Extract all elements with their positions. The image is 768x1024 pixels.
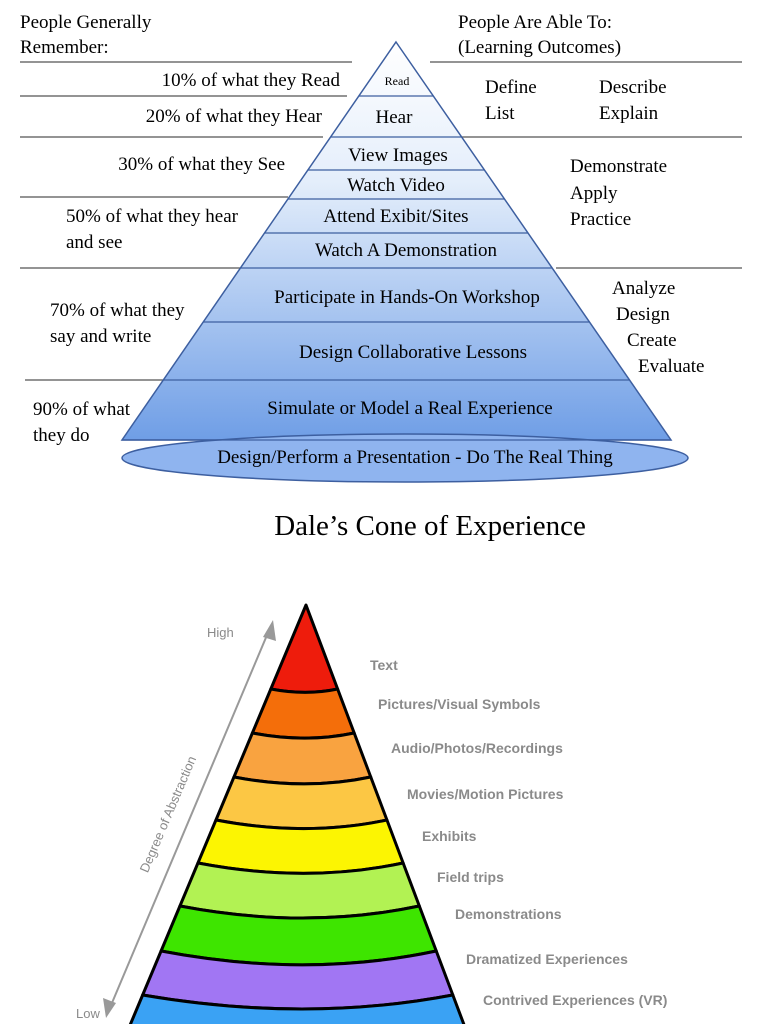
outcome-define: Define <box>485 77 537 98</box>
cone-band-text <box>269 603 340 694</box>
pyramid-layer-participate-in-hands-on-workshop: Participate in Hands-On Workshop <box>274 287 540 308</box>
pyramid-layer-design-collaborative-lessons: Design Collaborative Lessons <box>299 342 527 363</box>
right-header-line1: People Are Able To: <box>458 12 612 33</box>
pyramid-layer-read: Read <box>385 74 410 88</box>
outcome-list: List <box>485 103 515 124</box>
remember-level-2-line-1: 20% of what they Hear <box>146 106 323 127</box>
outcome-explain: Explain <box>599 103 659 124</box>
remember-level-4-line-1: 50% of what they hear <box>66 206 239 227</box>
axis-high-label: High <box>207 625 234 640</box>
remember-level-5-line-1: 70% of what they <box>50 300 185 321</box>
cone-label-exhibits: Exhibits <box>422 828 477 844</box>
cone-label-demonstrations: Demonstrations <box>455 906 562 922</box>
cone-label-contrived-experiences-vr: Contrived Experiences (VR) <box>483 992 667 1008</box>
cone-band-pictures-visual-symbols <box>250 687 356 740</box>
outcome-describe: Describe <box>599 77 667 98</box>
outcomes-group-1: Define Describe List Explain <box>485 77 667 124</box>
outcomes-group-3: Analyze Design Create Evaluate <box>612 278 704 377</box>
cone-label-movies-motion-pictures: Movies/Motion Pictures <box>407 786 564 802</box>
remember-level-1-line-1: 10% of what they Read <box>162 70 341 91</box>
cone-label-audio-photos-recordings: Audio/Photos/Recordings <box>391 740 563 756</box>
outcomes-group-2: Demonstrate Apply Practice <box>570 156 667 230</box>
pyramid-layer-view-images: View Images <box>348 145 448 166</box>
remember-level-4-line-2: and see <box>66 232 122 253</box>
outcome-practice: Practice <box>570 209 631 230</box>
pyramid-base <box>121 433 689 483</box>
outcome-evaluate: Evaluate <box>638 356 704 377</box>
remember-level-6-line-2: they do <box>33 425 89 446</box>
learning-pyramid: People Generally Remember: People Are Ab… <box>20 12 742 542</box>
right-header-line2: (Learning Outcomes) <box>458 37 621 58</box>
left-header-line1: People Generally <box>20 12 152 33</box>
outcome-apply: Apply <box>570 183 618 204</box>
cone-band-movies-motion-pictures <box>214 775 389 831</box>
outcome-design: Design <box>616 304 670 325</box>
outcome-analyze: Analyze <box>612 278 675 299</box>
cone-bands <box>128 603 466 1024</box>
right-dividers <box>430 61 742 269</box>
diagram-caption: Dale’s Cone of Experience <box>274 510 586 542</box>
axis-title: Degree of Abstraction <box>137 754 200 875</box>
outcome-demonstrate: Demonstrate <box>570 156 667 177</box>
axis-arrow-down-icon <box>103 998 116 1018</box>
axis-arrow-up-icon <box>263 620 276 641</box>
pyramid-layer-lines <box>122 95 671 441</box>
remember-level-6-line-1: 90% of what <box>33 399 131 420</box>
cone-band-exhibits <box>196 818 405 875</box>
pyramid-layer-watch-a-demonstration: Watch A Demonstration <box>315 240 498 261</box>
pyramid-layer-attend-exibit-sites: Attend Exibit/Sites <box>323 206 468 227</box>
cone-label-dramatized-experiences: Dramatized Experiences <box>466 951 628 967</box>
cone-label-field-trips: Field trips <box>437 869 504 885</box>
outcome-create: Create <box>627 330 677 351</box>
pyramid-layer-watch-video: Watch Video <box>347 175 445 196</box>
cone-band-audio-photos-recordings <box>232 731 373 786</box>
axis-line <box>108 627 271 1011</box>
axis-low-label: Low <box>76 1006 100 1021</box>
remember-level-5-line-2: say and write <box>50 326 151 347</box>
cone-label-pictures-visual-symbols: Pictures/Visual Symbols <box>378 696 541 712</box>
pyramid-layer-simulate-or-model-a-real-experience: Simulate or Model a Real Experience <box>267 398 552 419</box>
left-header-line2: Remember: <box>20 37 109 58</box>
remember-percentages: 10% of what they Read 20% of what they He… <box>33 70 340 446</box>
cone-label-text: Text <box>370 657 398 673</box>
left-dividers <box>20 61 352 381</box>
pyramid-layer-design-perform-a-presentation-do-the-real-thing: Design/Perform a Presentation - Do The R… <box>217 447 613 468</box>
pyramid-layer-hear: Hear <box>376 107 414 128</box>
cone-band-contrived-experiences-vr <box>128 993 466 1024</box>
remember-level-3-line-1: 30% of what they See <box>118 154 285 175</box>
